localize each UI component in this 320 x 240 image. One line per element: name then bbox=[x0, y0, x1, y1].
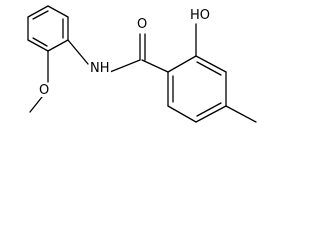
o-methyl-bond bbox=[29, 96, 43, 113]
structure-diagram: O HO NH O bbox=[27, 5, 257, 123]
ring-b-bond bbox=[167, 55, 197, 73]
ring-a-bond bbox=[47, 39, 69, 52]
ring-a-double-bond bbox=[32, 37, 48, 47]
ring-b-bond bbox=[195, 55, 227, 73]
ring-a-bond bbox=[27, 39, 49, 52]
ring-b-bond bbox=[167, 105, 197, 123]
ring-a-bond bbox=[27, 5, 49, 18]
ring-b-double-bond bbox=[196, 61, 222, 76]
aryl-methyl-bond bbox=[225, 105, 257, 123]
amide-n-c-bond bbox=[109, 59, 141, 73]
ring-b-bond bbox=[195, 105, 227, 123]
ring-a-double-bond bbox=[32, 10, 49, 20]
ring-a-bond bbox=[47, 5, 69, 18]
c-aryl-bond bbox=[141, 59, 169, 73]
n-aryl-bond bbox=[67, 39, 89, 65]
amide-nh-label: NH bbox=[89, 61, 111, 76]
ring-b-double-bond bbox=[196, 102, 222, 117]
bond-layer bbox=[27, 5, 257, 123]
methoxy-oxygen-label: O bbox=[38, 83, 51, 98]
hydroxyl-label: HO bbox=[189, 8, 212, 23]
carbonyl-oxygen-label: O bbox=[136, 17, 149, 32]
